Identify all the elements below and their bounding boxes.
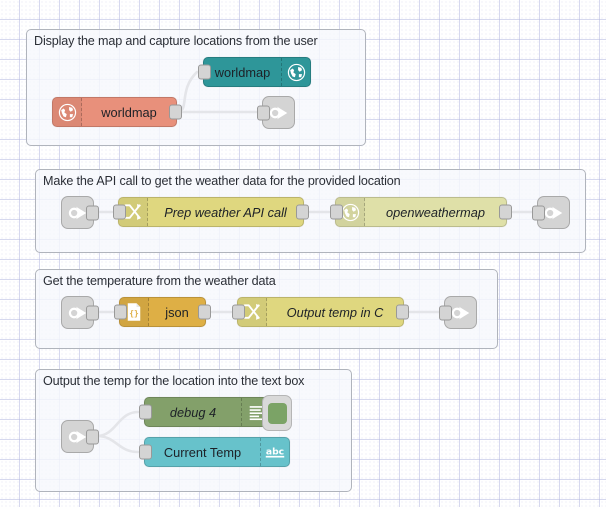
node-worldmap-display[interactable]: worldmap <box>198 57 311 87</box>
node-link-out-3[interactable] <box>439 296 477 329</box>
abc-icon: abc <box>260 438 289 466</box>
node-input-port[interactable] <box>232 304 245 320</box>
link-out-icon <box>269 106 287 119</box>
node-label: worldmap <box>101 104 157 120</box>
node-input-port[interactable] <box>439 305 452 320</box>
group-title: Get the temperature from the weather dat… <box>43 274 276 288</box>
node-output-port[interactable] <box>396 304 409 320</box>
node-output-port[interactable] <box>86 205 99 220</box>
node-label: worldmap <box>214 64 271 80</box>
node-link-out-2[interactable] <box>532 196 570 229</box>
node-function-prep-weather[interactable]: Prep weather API call <box>113 197 309 227</box>
node-label: json <box>165 304 189 320</box>
node-input-port[interactable] <box>330 204 343 220</box>
node-output-port[interactable] <box>86 305 99 320</box>
node-debug-4[interactable]: debug 4 <box>139 395 292 431</box>
node-input-port[interactable] <box>532 205 545 220</box>
node-link-in-3[interactable] <box>61 296 99 329</box>
globe-icon <box>53 98 82 126</box>
node-worldmap-input[interactable]: worldmap <box>52 97 182 127</box>
node-input-port[interactable] <box>139 404 152 420</box>
node-function-output-temp[interactable]: Output temp in C <box>232 297 409 327</box>
node-output-port[interactable] <box>86 429 99 444</box>
svg-text:abc: abc <box>266 446 284 457</box>
node-label: openweathermap <box>386 204 485 220</box>
node-label: debug 4 <box>169 404 217 420</box>
group-title: Output the temp for the location into th… <box>43 374 305 388</box>
node-link-in-4[interactable] <box>61 420 99 453</box>
node-current-temp[interactable]: Current Temp abc <box>139 437 290 467</box>
svg-text:{}: {} <box>129 309 139 318</box>
node-output-port[interactable] <box>169 104 182 120</box>
group-title: Make the API call to get the weather dat… <box>43 174 401 188</box>
debug-enable-toggle[interactable] <box>262 395 292 431</box>
node-input-port[interactable] <box>114 304 127 320</box>
node-link-in-2[interactable] <box>61 196 99 229</box>
node-openweathermap[interactable]: openweathermap <box>330 197 512 227</box>
link-in-icon <box>68 306 86 319</box>
node-input-port[interactable] <box>198 64 211 80</box>
node-output-port[interactable] <box>296 204 309 220</box>
link-out-icon <box>544 206 562 219</box>
node-output-port[interactable] <box>499 204 512 220</box>
group-display-map[interactable]: Display the map and capture locations fr… <box>26 29 366 146</box>
node-input-port[interactable] <box>113 204 126 220</box>
debug-toggle-indicator <box>267 402 287 424</box>
node-label: Current Temp <box>163 444 242 460</box>
node-label: Output temp in C <box>286 304 384 320</box>
debug-lines-icon <box>241 398 270 426</box>
group-get-temperature[interactable]: Get the temperature from the weather dat… <box>35 269 498 349</box>
node-input-port[interactable] <box>139 444 152 460</box>
node-input-port[interactable] <box>257 105 270 120</box>
link-in-icon <box>68 430 86 443</box>
globe-icon <box>281 58 310 86</box>
node-label: Prep weather API call <box>164 204 287 220</box>
group-title: Display the map and capture locations fr… <box>34 34 318 48</box>
link-out-icon <box>451 306 469 319</box>
node-json[interactable]: {} json <box>114 297 211 327</box>
link-in-icon <box>68 206 86 219</box>
node-output-port[interactable] <box>198 304 211 320</box>
node-link-out-1[interactable] <box>257 96 295 129</box>
